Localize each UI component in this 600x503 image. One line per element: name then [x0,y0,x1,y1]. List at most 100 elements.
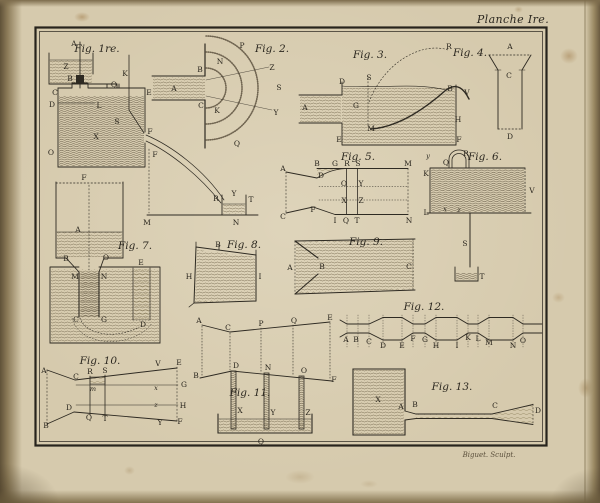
point-label: C [366,337,372,346]
fig4-drawing: Fig. 4.ACD [452,42,532,141]
point-label: X [375,395,381,404]
engraving-stroke [456,273,477,280]
point-label: z [456,206,461,214]
point-label: Y [273,108,280,117]
point-label: T [479,272,484,281]
point-label: N [265,363,272,372]
point-label: R [213,194,219,203]
engraving-stroke [416,405,533,424]
point-label: B [412,400,418,409]
point-label: L [97,101,102,110]
point-label: C [73,372,79,381]
engraving-stroke [296,240,414,293]
point-label: K [423,169,429,178]
point-label: M [485,338,493,347]
point-label: D [535,406,541,415]
point-label: C [406,262,412,271]
point-label: K [465,333,471,342]
page-fold-line [584,0,586,503]
engraving-stroke [151,75,206,101]
engraving-stroke [205,51,243,125]
point-label: B [215,240,221,249]
point-label: Y [270,408,277,417]
point-label: P [239,41,244,50]
point-label: Z [358,196,363,205]
point-label: x [154,384,158,392]
engraving-stroke [342,88,455,143]
point-label: C [73,315,79,324]
point-label: A [301,103,308,112]
plate-frame [34,26,548,447]
engraving-stroke [205,35,259,141]
figure-caption-fig7: Fig. 7. [117,240,152,252]
point-label: R [463,149,469,158]
point-label: A [170,84,177,93]
engraving-stroke [153,77,205,99]
point-label: m [90,385,96,393]
point-label: H [186,272,193,281]
point-label: F [456,135,461,144]
point-label: I [334,216,337,225]
point-label: Y [231,189,238,198]
figure-caption-fig5: Fig. 5. [340,151,375,163]
engraving-stroke [294,240,319,295]
engraving-stroke [195,250,255,302]
point-label: D [380,341,386,350]
engraving-stroke [339,332,543,341]
point-label: F [147,127,152,136]
engraving-stroke [193,246,257,304]
engraving-stroke [48,52,118,89]
point-label: B [43,421,49,430]
engraving-stroke [71,317,153,342]
point-label: D [233,361,239,370]
engraving-stroke [221,194,247,216]
engraving-stroke [49,266,161,344]
point-label: X [341,196,347,205]
point-label: Q [443,158,449,167]
point-label: B [447,84,453,93]
engraving-stroke [341,81,457,146]
engraving-stroke [285,171,318,179]
engraving-stroke [57,87,146,168]
point-label: G [353,101,359,110]
point-label: D [318,171,324,180]
point-label: M [143,218,151,227]
point-label: A [397,402,404,411]
point-label: R [87,367,93,376]
engraving-stroke [205,66,273,111]
point-label: V [154,359,161,368]
point-label: I [259,272,262,281]
engraving-stroke [59,96,144,166]
point-label: B [63,254,69,263]
point-label: N [233,218,240,227]
point-label: S [102,366,107,375]
point-label: A [279,164,286,173]
point-label: F [310,205,315,214]
engraving-stroke [294,238,416,295]
point-label: S [114,117,119,126]
point-label: A [195,316,202,325]
figure-caption-fig12: Fig. 12. [403,301,445,313]
point-label: C [198,101,204,110]
point-label: C [506,71,512,80]
engraving-stroke [199,370,333,382]
point-label: E [336,135,341,144]
point-label: A [506,42,513,51]
engraving-stroke [201,321,331,333]
point-label: I [456,341,459,350]
point-label: D [339,77,345,86]
figure-caption-fig4: Fig. 4. [452,47,487,59]
point-label: Y [358,179,365,188]
point-label: Z [269,63,274,72]
point-label: V [528,186,535,195]
point-label: E [399,341,404,350]
engraving-stroke [219,419,311,432]
point-label: T [248,195,253,204]
engraving-stroke [73,367,178,422]
point-label: B [319,262,325,271]
point-label: E [146,88,151,97]
